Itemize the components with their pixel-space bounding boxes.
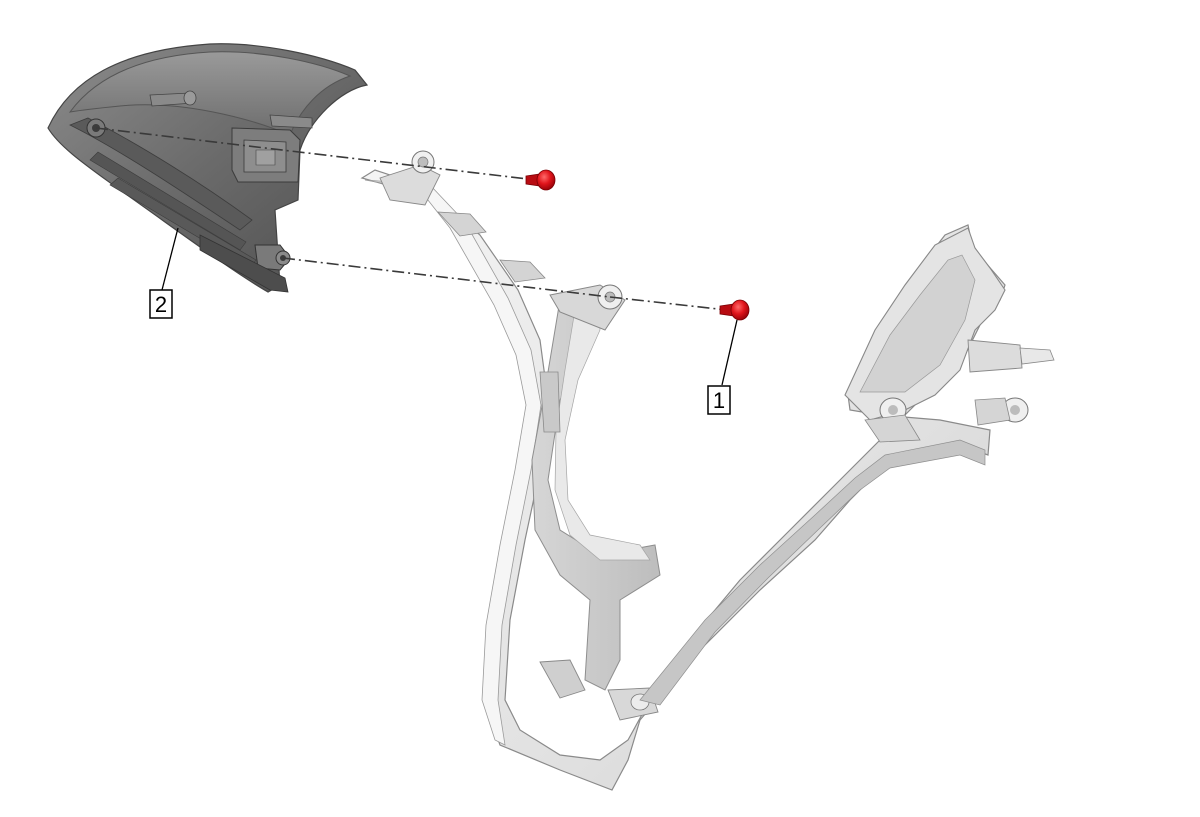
steering-wheel-lower-cover: [360, 150, 1055, 791]
switch-cover: [47, 43, 369, 293]
screw-lower: [719, 299, 750, 321]
callout-1-label: 1: [713, 388, 725, 413]
screw-upper: [525, 169, 556, 191]
alignment-lines: [95, 127, 728, 311]
callout-2-label: 2: [155, 292, 167, 317]
callout-2: 2: [149, 227, 179, 319]
callout-1: 1: [707, 319, 738, 415]
